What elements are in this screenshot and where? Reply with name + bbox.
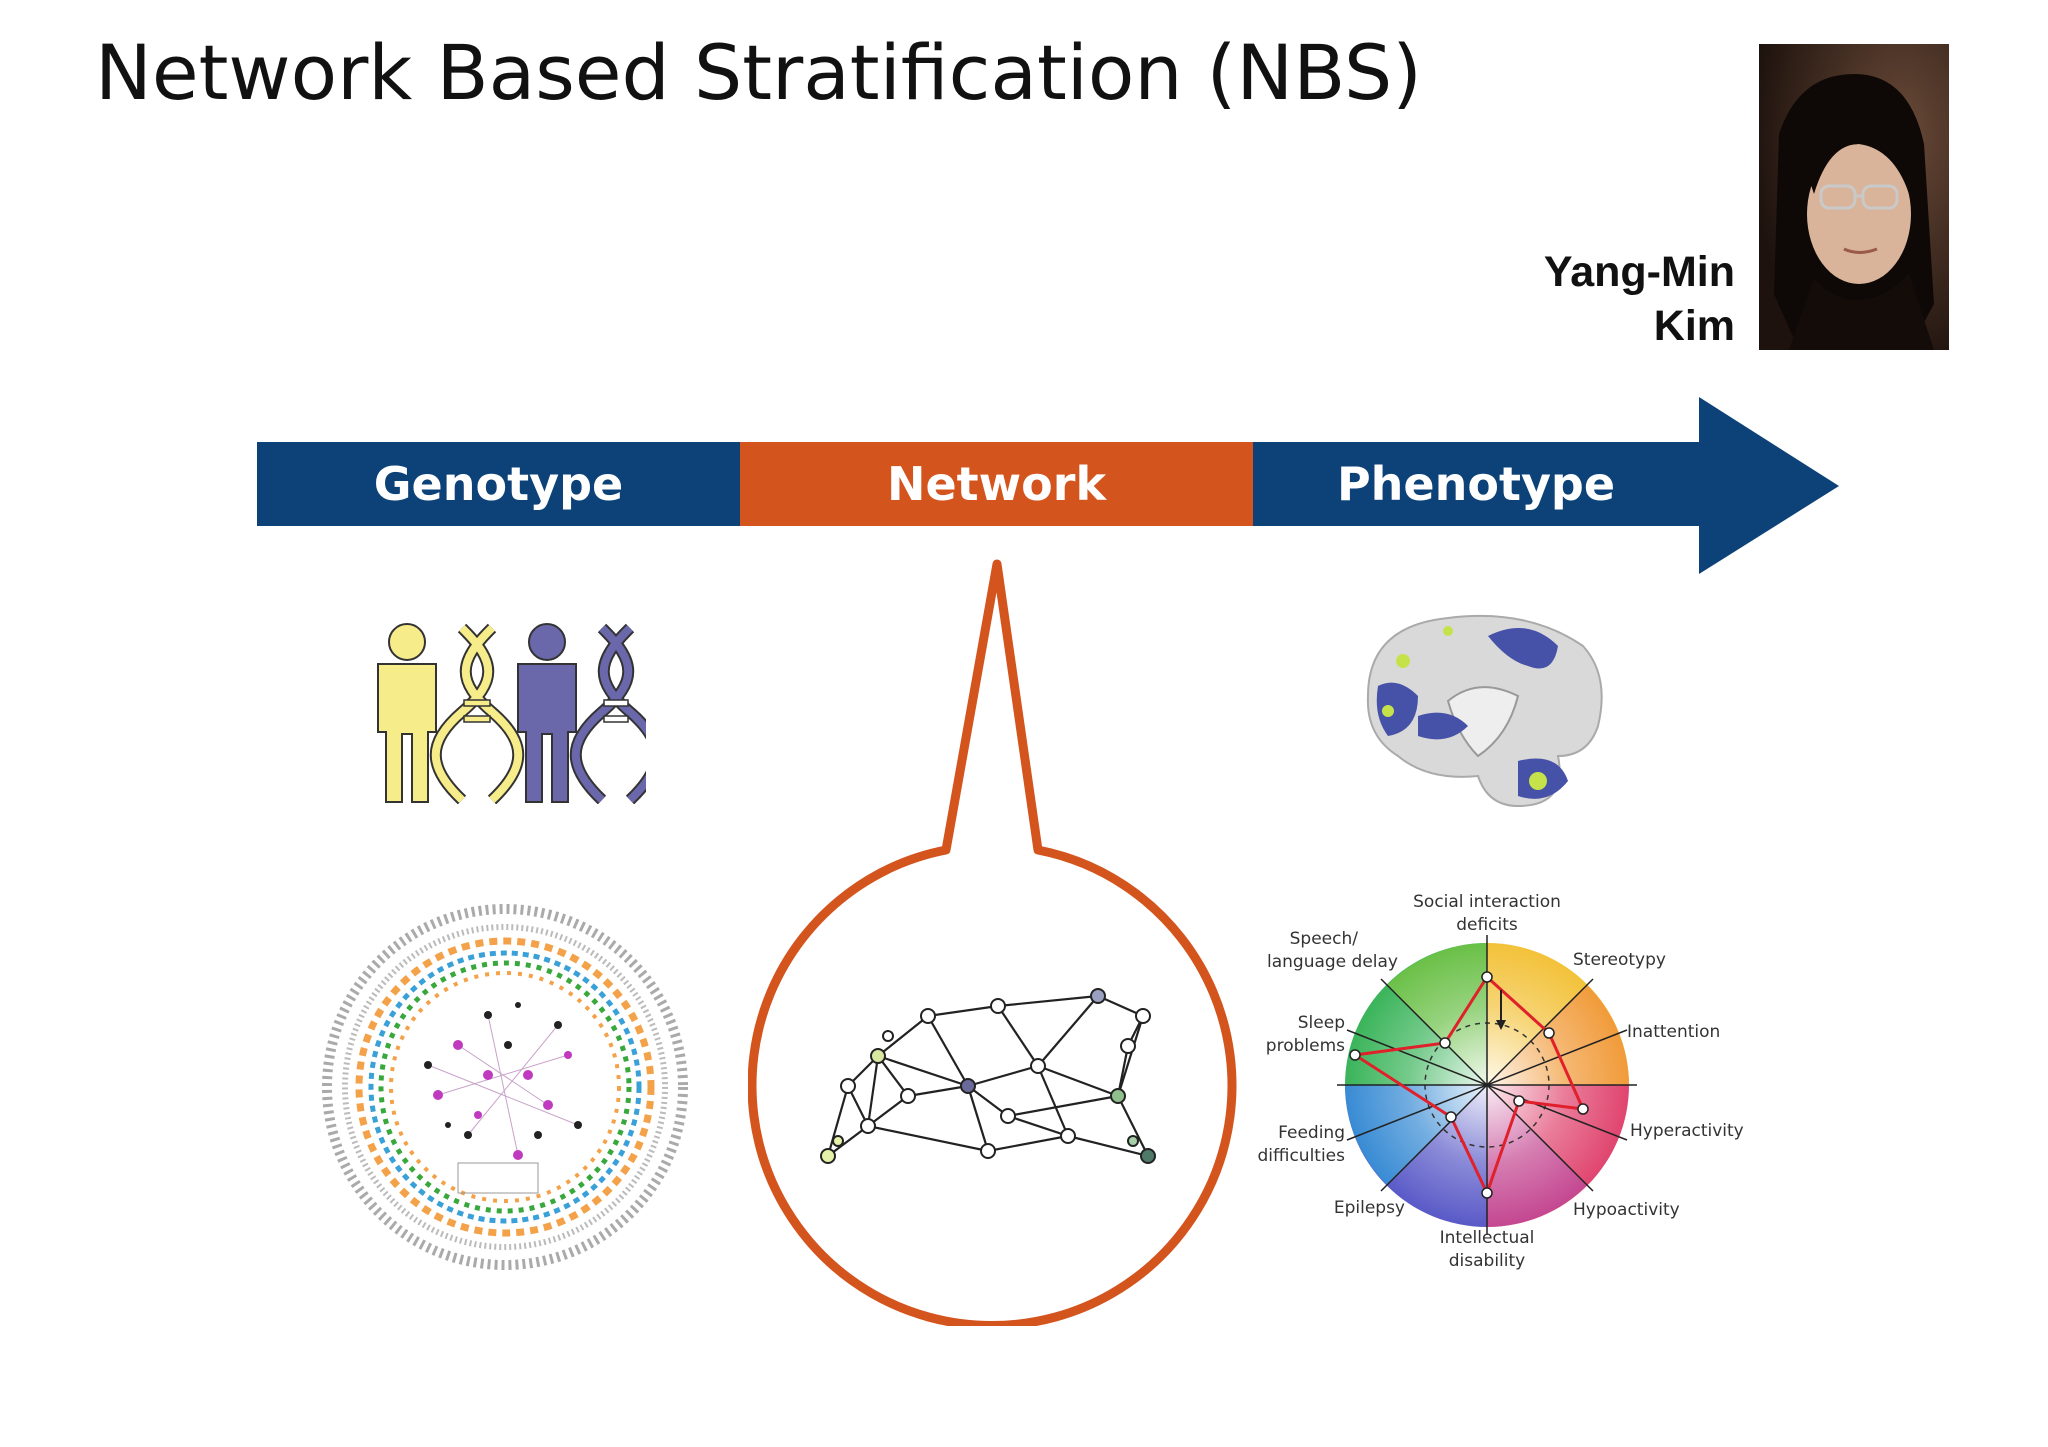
radar-label-social: Social interaction — [1413, 892, 1561, 912]
radar-label-social-2: deficits — [1456, 915, 1518, 935]
people-dna-icon — [377, 623, 646, 804]
phenotype-radar-chart: Social interaction deficits Speech/ lang… — [1258, 892, 1744, 1271]
radar-label-speech-2: language delay — [1267, 952, 1398, 972]
stage-network: Network — [740, 442, 1253, 526]
slide-title: Network Based Stratification (NBS) — [95, 28, 1422, 117]
radar-label-hypoactivity: Hypoactivity — [1573, 1200, 1680, 1220]
radar-label-stereotypy: Stereotypy — [1573, 950, 1666, 970]
stage-genotype: Genotype — [257, 442, 740, 526]
author-first-line: Yang-Min — [1543, 248, 1735, 296]
author-name: Yang-Min Kim — [1544, 245, 1735, 353]
pipeline-bar: Genotype Network Phenotype — [257, 442, 1699, 526]
radar-label-speech: Speech/ — [1290, 929, 1359, 949]
author-second-line: Kim — [1653, 302, 1735, 350]
brain-scan-icon — [1366, 614, 1603, 808]
radar-label-hyperactivity: Hyperactivity — [1630, 1121, 1744, 1141]
network-callout-bubble — [748, 559, 1237, 1326]
arrow-head-icon — [1699, 397, 1839, 574]
radar-label-epilepsy: Epilepsy — [1334, 1198, 1405, 1218]
radar-label-sleep: Sleep — [1298, 1013, 1345, 1033]
radar-label-inattention: Inattention — [1627, 1022, 1720, 1042]
stage-phenotype: Phenotype — [1253, 442, 1699, 526]
radar-label-sleep-2: problems — [1266, 1036, 1345, 1056]
radar-label-intellectual: Intellectual — [1440, 1228, 1535, 1248]
circular-genome-map-icon — [322, 904, 688, 1270]
network-graph-icon — [820, 988, 1156, 1164]
radar-label-intellectual-2: disability — [1449, 1251, 1525, 1271]
author-photo — [1759, 44, 1949, 350]
radar-label-feeding-2: difficulties — [1258, 1146, 1346, 1166]
radar-label-feeding: Feeding — [1278, 1123, 1345, 1143]
